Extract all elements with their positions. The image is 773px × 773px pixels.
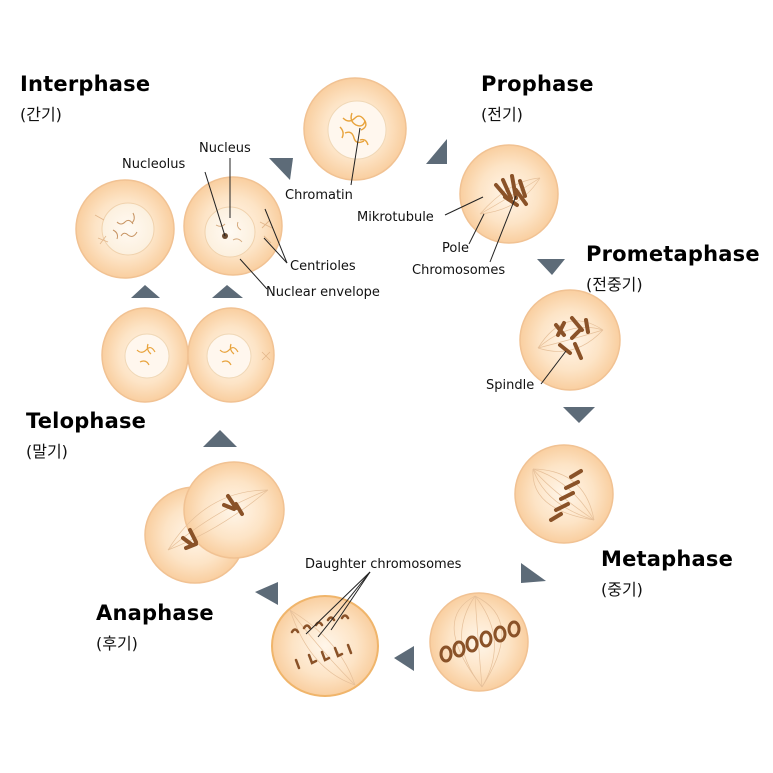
arrow-interphase-to-prophase <box>269 158 293 180</box>
arrow-prometaphase-to-metaphase <box>563 407 595 423</box>
telophase-cell-right <box>187 307 275 403</box>
cycle-arrows <box>131 139 595 671</box>
anaphase-title: Anaphase <box>96 601 214 625</box>
interphase-title: Interphase <box>20 72 151 96</box>
late-metaphase-cell <box>429 592 529 692</box>
prophase-cell <box>459 144 559 244</box>
metaphase-cell <box>514 444 614 544</box>
centrioles-label: Centrioles <box>290 259 356 274</box>
metaphase-title: Metaphase <box>601 547 734 571</box>
arrow-early-prophase-to-prophase <box>426 139 447 164</box>
prophase-title: Prophase <box>481 72 594 96</box>
prophase-korean: (전기) <box>481 105 523 124</box>
anaphase-cell <box>271 595 379 697</box>
arrow-telophase-to-interphase-left <box>131 285 160 298</box>
arrow-late-anaphase-to-telophase <box>203 430 237 447</box>
prometaphase-title: Prometaphase <box>586 242 760 266</box>
telophase-cell-left <box>101 307 189 403</box>
telophase-korean: (말기) <box>26 442 68 461</box>
arrow-telophase-to-interphase-right <box>212 285 243 298</box>
nucleus-label: Nucleus <box>199 141 251 156</box>
prometaphase-korean: (전중기) <box>586 275 643 294</box>
anaphase-korean: (후기) <box>96 634 138 653</box>
telophase-title: Telophase <box>26 409 147 433</box>
pole-label: Pole <box>442 241 469 256</box>
interphase-korean: (간기) <box>20 105 62 124</box>
early-prophase-cell <box>303 77 407 181</box>
spindle-label: Spindle <box>486 378 535 393</box>
mikrotubule-label: Mikrotubule <box>357 210 434 225</box>
arrow-anaphase-to-late-anaphase <box>255 582 278 605</box>
late-anaphase-cell <box>144 461 285 584</box>
arrow-metaphase-to-late-metaphase <box>521 563 546 583</box>
chromosomes-label: Chromosomes <box>412 263 506 278</box>
arrow-prophase-to-prometaphase <box>537 259 565 275</box>
interphase-cell-right <box>183 176 283 276</box>
leader-lines <box>204 127 567 638</box>
nuclear-envelope-label: Nuclear envelope <box>266 285 380 300</box>
chromatin-label: Chromatin <box>285 188 353 203</box>
daughter-chromosomes-label: Daughter chromosomes <box>305 557 462 572</box>
interphase-cell-left <box>75 179 175 279</box>
prometaphase-cell <box>519 289 621 391</box>
arrow-late-metaphase-to-anaphase <box>394 646 414 671</box>
metaphase-korean: (중기) <box>601 580 643 599</box>
nucleolus-label: Nucleolus <box>122 157 186 172</box>
